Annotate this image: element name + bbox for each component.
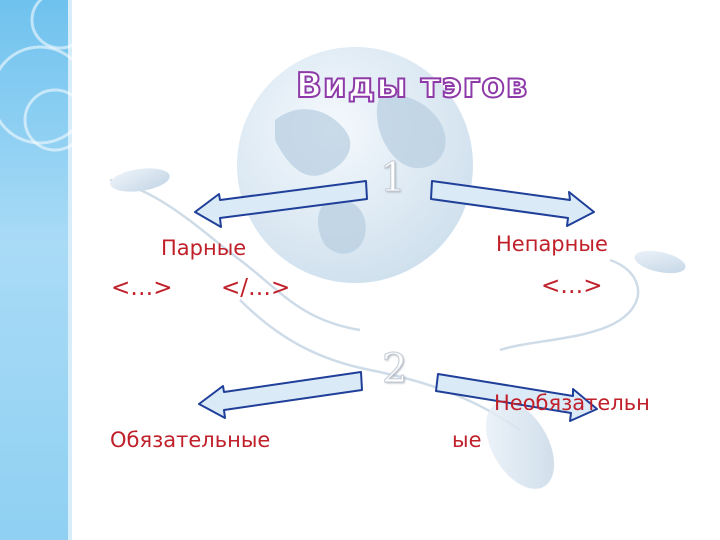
arrow-1-right <box>430 180 595 227</box>
arrow-2-right <box>435 373 598 422</box>
slide-title: Виды тэгов <box>295 65 529 107</box>
paired-close-tag-example: </…> <box>221 275 291 301</box>
optional-tags-label-part2: ые <box>452 428 482 452</box>
arrow-2-left <box>198 371 363 419</box>
mouse-illustration-bottom <box>485 401 555 489</box>
group-2-number: 2 <box>381 346 408 393</box>
paired-tags-label: Парные <box>161 236 247 260</box>
mouse-illustration-left <box>110 168 170 192</box>
optional-tags-label-part1: Необязательн <box>494 391 650 415</box>
globe-illustration <box>237 47 473 283</box>
band-circles-decoration <box>0 0 90 152</box>
unpaired-tag-example: <…> <box>541 273 603 299</box>
mouse-illustration-right <box>634 250 686 274</box>
side-band-edge <box>68 0 72 540</box>
required-tags-label: Обязательные <box>110 428 271 452</box>
paired-open-tag-example: <…> <box>111 275 173 301</box>
group-1-number: 1 <box>379 155 406 202</box>
cable-decoration <box>109 178 640 432</box>
unpaired-tags-label: Непарные <box>496 232 608 256</box>
arrow-1-left <box>194 180 368 228</box>
